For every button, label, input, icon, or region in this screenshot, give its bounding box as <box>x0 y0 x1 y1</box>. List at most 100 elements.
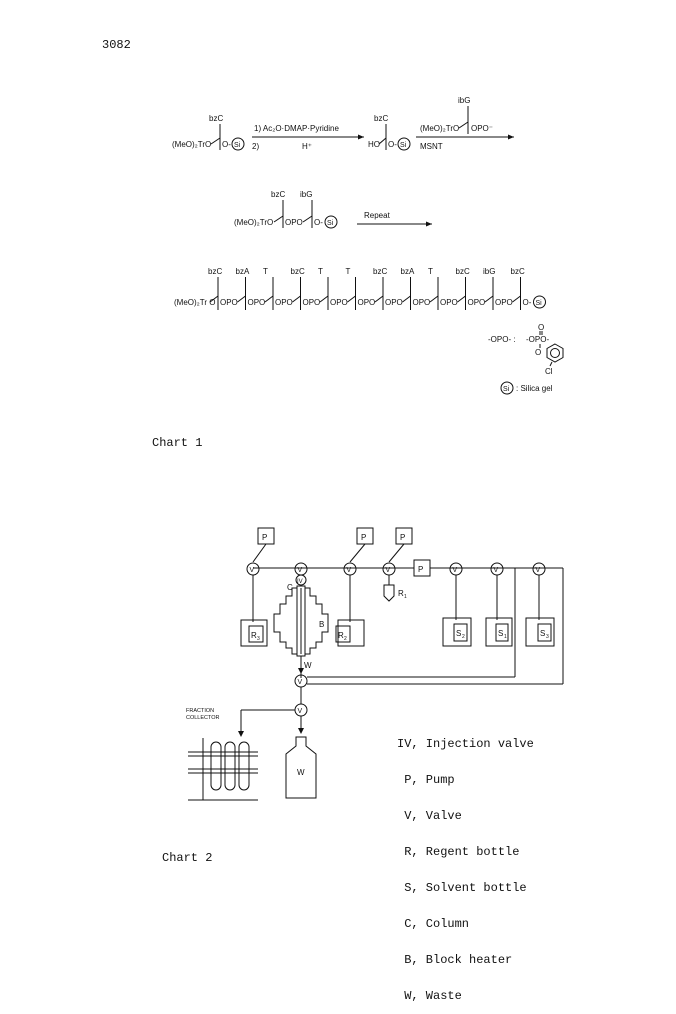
base-label: bzC <box>456 267 470 276</box>
svg-text:V: V <box>298 708 303 715</box>
base-label: bzC <box>271 190 285 199</box>
pump-1: P <box>252 527 275 563</box>
base-label: bzC <box>373 267 387 276</box>
page-number: 3082 <box>102 38 131 52</box>
valve-2: V <box>294 562 308 576</box>
opo-def-right: -OPO- <box>526 335 549 344</box>
svg-text:FRACTION: FRACTION <box>186 708 214 714</box>
chart2-legend: IV, Injection valve P, Pump V, Valve R, … <box>397 714 534 1014</box>
chart1-scheme: bzC (MeO)₂TrO O- Si 1) Ac₂O·DMAP·Pyridin… <box>172 96 564 395</box>
legend-item: V, Valve <box>397 809 462 823</box>
valve-6: V <box>490 562 504 576</box>
valve-3: V <box>343 562 357 576</box>
chart1-step1-start: bzC (MeO)₂TrO O- Si <box>172 114 245 151</box>
svg-text:P: P <box>262 533 267 542</box>
base-label: bzC <box>208 267 222 276</box>
legend-item: W, Waste <box>397 989 462 1003</box>
opo-label: OPO <box>248 298 266 307</box>
silica-label: Si <box>327 220 334 227</box>
reagent-line1: 1) Ac₂O·DMAP·Pyridine <box>254 124 339 133</box>
svg-text:2: 2 <box>344 636 347 642</box>
dmtr-label: (MeO)₂Tr O <box>174 298 215 307</box>
reagent-bottle-r3: R 3 <box>240 575 268 647</box>
msnt-label: MSNT <box>420 142 443 151</box>
opo-label: OPO <box>285 218 303 227</box>
base-label: bzA <box>236 267 250 276</box>
valve-5: V <box>449 562 463 576</box>
linker-label: O- <box>222 140 231 149</box>
chart2-caption: Chart 2 <box>162 851 213 865</box>
chart1-step1-monomer: ibG (MeO)₂TrO OPO⁻ MSNT <box>416 96 514 151</box>
svg-text:P: P <box>361 533 366 542</box>
opo-label: OPO <box>275 298 293 307</box>
reagent-line2-num: 2) <box>252 142 259 151</box>
chlorophenyl-ring-icon <box>546 343 564 363</box>
opo-label: OPO <box>330 298 348 307</box>
base-label: bzC <box>511 267 525 276</box>
svg-text:3: 3 <box>257 636 260 642</box>
svg-text:V: V <box>298 567 303 574</box>
svg-text:IV: IV <box>297 579 303 585</box>
silica-label: Si <box>234 142 241 149</box>
column-with-block-heater: IV C B W <box>273 574 329 674</box>
svg-text:V: V <box>250 567 255 574</box>
waste-bottle: W <box>285 736 317 799</box>
chart2-apparatus-diagram: P P P P V V V V V V V <box>186 527 564 801</box>
opo-def-left: -OPO- : <box>488 335 516 344</box>
svg-text:V: V <box>453 567 458 574</box>
svg-text:V: V <box>536 567 541 574</box>
legend-item: P, Pump <box>397 773 455 787</box>
svg-text:V: V <box>494 567 499 574</box>
opo-label: OPO <box>303 298 321 307</box>
fraction-collector: FRACTION COLLECTOR <box>186 708 258 801</box>
solvent-bottle-s1: S 1 <box>485 575 513 647</box>
legend-item: C, Column <box>397 917 470 931</box>
opo-label: OPO <box>495 298 513 307</box>
svg-text:V: V <box>386 567 391 574</box>
chart1-step1-product: bzC HO O- Si <box>368 114 411 151</box>
silica-icon <box>231 137 245 151</box>
base-label: bzC <box>209 114 223 123</box>
svg-text:S: S <box>456 629 461 638</box>
legend-item: R, Regent bottle <box>397 845 520 859</box>
pump-4: P <box>413 559 431 577</box>
silica-icon <box>397 137 411 151</box>
silica-label: Si <box>400 142 407 149</box>
silica-def: : Silica gel <box>516 384 553 393</box>
opo-label: OPO <box>220 298 238 307</box>
opo-label: OPO <box>413 298 431 307</box>
legend-item: B, Block heater <box>397 953 513 967</box>
opo-label: OPO <box>468 298 486 307</box>
svg-text:B: B <box>319 620 324 629</box>
svg-text:V: V <box>347 567 352 574</box>
base-label: bzC <box>291 267 305 276</box>
chart1-step2-dimer: bzC ibG (MeO)₂TrO OPO O- Si <box>234 190 338 229</box>
legend-item: S, Solvent bottle <box>397 881 527 895</box>
base-label: bzC <box>374 114 388 123</box>
linker-label: O- <box>523 298 532 307</box>
base-label: ibG <box>300 190 312 199</box>
svg-text:P: P <box>400 533 405 542</box>
valve-7: V <box>532 562 546 576</box>
base-label: T <box>428 267 433 276</box>
silica-label: Si <box>536 300 543 307</box>
linker-label: O- <box>314 218 323 227</box>
svg-text:2: 2 <box>462 634 465 640</box>
base-label: T <box>318 267 323 276</box>
dmtr-label: (MeO)₂TrO <box>234 218 273 227</box>
reagent-bottle-r1: R 1 <box>383 575 407 602</box>
svg-text:S: S <box>498 629 503 638</box>
solvent-bottle-s2: S 2 <box>442 575 472 647</box>
svg-text:1: 1 <box>404 594 407 600</box>
svg-text:V: V <box>298 679 303 686</box>
legend-item: IV, Injection valve <box>397 737 534 751</box>
opo-label: OPO <box>440 298 458 307</box>
silica-icon <box>500 381 514 395</box>
svg-text:S: S <box>540 629 545 638</box>
chart1-step2-arrow: Repeat <box>357 211 432 227</box>
opo-label: OPO⁻ <box>471 124 493 133</box>
silica-label: Si <box>503 386 510 393</box>
reagent-line2: H⁺ <box>302 142 312 151</box>
ho-label: HO <box>368 140 380 149</box>
pump-2: P <box>349 527 374 563</box>
